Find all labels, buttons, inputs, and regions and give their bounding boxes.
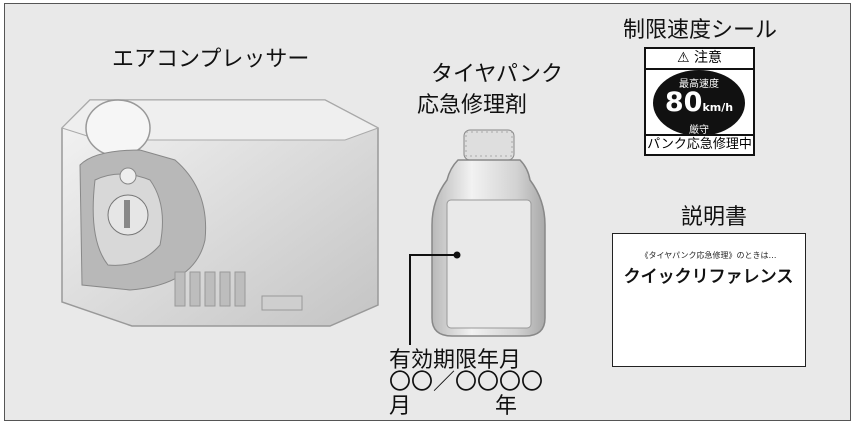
speed-limit-sticker: ⚠ 注意 最高速度 80km/h 厳守 パンク応急修理中 (644, 47, 755, 156)
sticker-speed-value: 80 (664, 87, 703, 118)
expiry-month-label: 月 (389, 394, 412, 419)
manual-label: 説明書 (681, 205, 748, 230)
sticker-footer: パンク応急修理中 (646, 134, 753, 154)
speed-sticker-label: 制限速度シール (623, 18, 778, 43)
expiry-year-label: 年 (495, 394, 518, 419)
sticker-speed-unit: km/h (702, 101, 734, 114)
instruction-manual: 《タイヤパンク応急修理》のときは… クイックリファレンス (612, 233, 806, 367)
sticker-top-text: 最高速度 (679, 79, 719, 90)
manual-subtitle: 《タイヤパンク応急修理》のときは… (640, 251, 777, 260)
sticker-speed: 80km/h (653, 87, 745, 118)
expiry-leader-line (409, 251, 461, 345)
manual-title: クイックリファレンス (623, 267, 794, 287)
repair-agent-label-1: タイヤパンク (431, 62, 564, 87)
expiry-label: 有効期限年月 (389, 348, 522, 373)
expiry-date-placeholder: 〇〇／〇〇〇〇 (389, 370, 544, 395)
air-compressor-image (61, 99, 380, 327)
repair-agent-label-2: 応急修理剤 (417, 93, 528, 118)
compressor-label: エアコンプレッサー (112, 47, 310, 72)
sticker-header: ⚠ 注意 (646, 49, 753, 70)
sticker-bottom-text: 厳守 (689, 125, 709, 136)
repair-agent-bottle-image (431, 129, 546, 337)
sticker-speed-circle: 最高速度 80km/h 厳守 (653, 70, 745, 136)
